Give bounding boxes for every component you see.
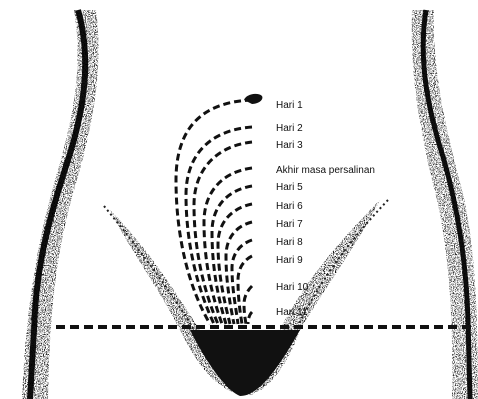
label-hari-2: Hari 2 (276, 123, 303, 134)
label-hari-6: Hari 6 (276, 201, 303, 212)
label-hari-9: Hari 9 (276, 255, 303, 266)
fundus-arc-hari-6 (218, 204, 252, 324)
label-hari-7: Hari 7 (276, 219, 303, 230)
label-hari-3: Hari 3 (276, 140, 303, 151)
torso-left-shading (22, 10, 99, 399)
fundus-arc-hari-10 (244, 286, 252, 324)
label-hari-11: Hari 11 (276, 307, 308, 318)
label-hari-5: Hari 5 (276, 182, 303, 193)
label-hari-1: Hari 1 (276, 100, 303, 111)
torso-right-shading (412, 10, 478, 399)
label-akhir: Akhir masa persalinan (276, 165, 375, 176)
label-hari-10: Hari 10 (276, 282, 309, 293)
fundus-arc-hari-8 (232, 240, 252, 324)
label-hari-8: Hari 8 (276, 237, 303, 248)
fundus-arc-hari-11 (248, 312, 252, 324)
